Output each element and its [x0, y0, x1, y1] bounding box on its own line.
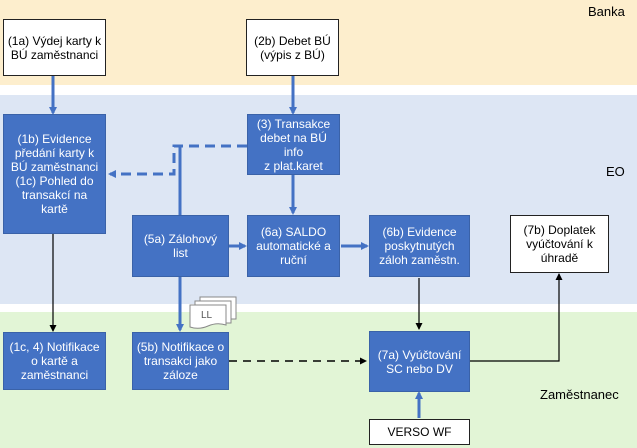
document-stack-label: LL	[201, 310, 213, 321]
document-stack-icon	[189, 296, 237, 329]
lane-employee-label: Zaměstnanec	[540, 387, 619, 402]
box-1c4-notification: (1c, 4) Notifikace o kartě a zaměstnanci	[3, 332, 106, 390]
arrow-3-1b	[108, 144, 247, 178]
lane-bank-label: Banka	[588, 4, 625, 19]
box-5a-advance-sheet: (5a) Zálohový list	[132, 215, 229, 277]
box-verso-wf: VERSO WF	[369, 419, 470, 445]
lane-employee	[0, 312, 637, 448]
arrow-7a-7b	[470, 273, 563, 362]
box-6b-advances-evidence: (6b) Evidence poskytnutých záloh zaměstn…	[369, 215, 470, 277]
box-5b-transaction-notification: (5b) Notifikace o transakci jako záloze	[132, 332, 229, 390]
box-1a-card-issue: (1a) Výdej karty k BÚ zaměstnanci	[3, 19, 106, 76]
box-2b-debit: (2b) Debet BÚ (výpis z BÚ)	[246, 19, 339, 76]
box-7a-settlement: (7a) Vyúčtování SC nebo DV	[369, 331, 470, 392]
box-1b-card-evidence: (1b) Evidence předání karty k BÚ zaměstn…	[3, 114, 106, 234]
box-6a-saldo: (6a) SALDO automatické a ruční	[247, 215, 340, 277]
lane-eo-label: EO	[606, 164, 625, 179]
box-3-transactions: (3) Transakce debet na BÚ info z plat.ka…	[247, 114, 340, 175]
box-7b-surcharge: (7b) Doplatek vyúčtování k úhradě	[510, 215, 609, 273]
